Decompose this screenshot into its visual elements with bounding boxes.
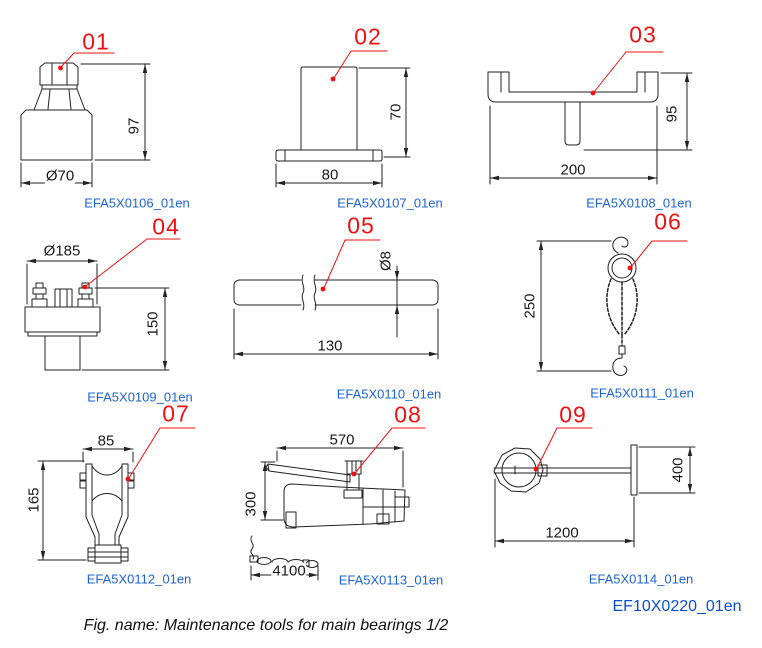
tool-06-label: 06 (654, 208, 682, 235)
dim-vertical: 400 (669, 457, 687, 483)
drawing-code: EFA5X0107_01en (337, 195, 443, 211)
drawing-code: EFA5X0108_01en (586, 195, 692, 211)
tool-08-drawing (249, 445, 410, 581)
drawing-code: EFA5X0106_01en (84, 195, 190, 211)
dim-vertical: 300 (242, 491, 260, 517)
callout-leaders (58, 50, 688, 482)
drawing-code: EFA5X0109_01en (87, 389, 193, 405)
tool-01-drawing (20, 62, 151, 188)
dim-horizontal: 130 (317, 337, 343, 355)
figure-caption: Fig. name: Maintenance tools for main be… (83, 617, 449, 634)
drawing-code: EFA5X0114_01en (588, 571, 694, 587)
dim-horizontal: 1200 (545, 524, 579, 542)
dim-top: 570 (329, 431, 355, 449)
tool-09-label: 09 (559, 401, 587, 428)
tool-05-label: 05 (347, 212, 375, 239)
tool-02-drawing (275, 66, 411, 188)
tool-05-drawing (233, 265, 439, 360)
tool-03-label: 03 (629, 21, 657, 48)
drawing-code: EFA5X0111_01en (590, 385, 694, 401)
dim-horizontal: Ø70 (44, 167, 76, 185)
tool-03-drawing (487, 71, 693, 185)
dim-bottom: 4100 (271, 562, 307, 580)
dim-top: Ø185 (43, 242, 81, 260)
dim-vertical: 150 (144, 311, 162, 337)
tool-08-label: 08 (394, 401, 422, 428)
dim-vertical: 95 (663, 105, 681, 123)
tool-07-label: 07 (162, 400, 190, 427)
dim-horizontal: 200 (560, 161, 586, 179)
drawing-code: EFA5X0112_01en (86, 571, 192, 587)
tool-04-drawing (24, 258, 170, 371)
tool-01-label: 01 (82, 28, 110, 55)
figure-doc-code: EF10X0220_01en (612, 598, 742, 615)
dim-horizontal: 80 (321, 166, 339, 184)
dim-vertical: 97 (125, 117, 143, 135)
dim-vertical: Ø8 (377, 250, 395, 272)
dim-top: 85 (97, 432, 115, 450)
dim-vertical: 70 (387, 103, 405, 121)
dim-vertical: 165 (25, 487, 43, 513)
tool-06-drawing (536, 236, 638, 376)
tool-04-label: 04 (152, 213, 180, 240)
drawing-code: EFA5X0110_01en (336, 386, 442, 402)
dim-vertical: 250 (521, 293, 539, 319)
tool-07-drawing (37, 446, 135, 564)
drawing-code: EFA5X0113_01en (338, 572, 444, 588)
tool-02-label: 02 (354, 23, 382, 50)
tool-09-drawing (493, 444, 696, 548)
